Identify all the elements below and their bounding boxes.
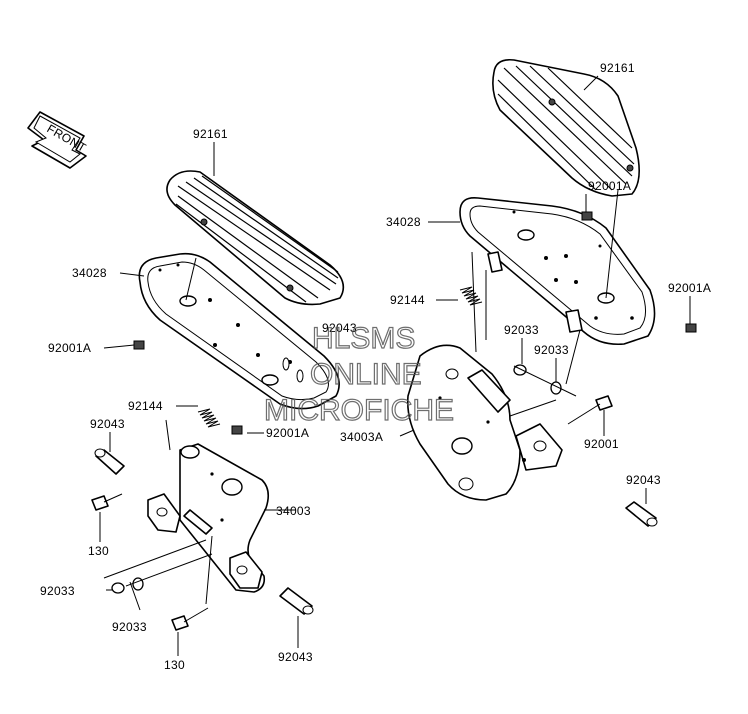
label-92001-right: 92001: [584, 437, 619, 451]
front-direction-arrow-icon: FRONT: [27, 111, 89, 169]
label-92033-left-a: 92033: [40, 584, 75, 598]
label-34028-left: 34028: [72, 266, 107, 280]
left-rubber-pad: [166, 170, 345, 306]
right-floorboard: [459, 196, 656, 346]
label-92033-left-b: 92033: [112, 620, 147, 634]
leader-lines: [99, 75, 691, 656]
watermark-line-2: ONLINE: [310, 358, 422, 391]
label-34003a: 34003A: [340, 430, 383, 444]
label-92161-right: 92161: [600, 61, 635, 75]
right-bracket: [406, 344, 563, 501]
left-bolt-top: [91, 493, 123, 511]
right-bolt-92001a-side: [685, 323, 697, 333]
left-bolt-92001a-top: [133, 340, 145, 350]
label-92033-right-a: 92033: [504, 323, 539, 337]
label-92144-left: 92144: [128, 399, 163, 413]
right-spring: [459, 286, 483, 306]
label-130-top: 130: [88, 544, 109, 558]
label-92144-right: 92144: [390, 293, 425, 307]
label-92001a-left-mid: 92001A: [266, 426, 309, 440]
left-pivot-pin: [183, 509, 213, 535]
label-92033-right-b: 92033: [534, 343, 569, 357]
left-spring: [197, 408, 221, 428]
left-pin-bottom: [279, 587, 314, 615]
left-washer-a: [111, 582, 125, 594]
right-pin: [625, 501, 658, 527]
label-92161-left: 92161: [193, 127, 228, 141]
label-92043-right: 92043: [626, 473, 661, 487]
label-92001a-right-top: 92001A: [588, 179, 631, 193]
label-130-bottom: 130: [164, 658, 185, 672]
right-rubber-pad: [492, 58, 640, 197]
right-bolt-92001: [567, 395, 613, 425]
label-92001a-right-side: 92001A: [668, 281, 711, 295]
left-bracket: [147, 443, 270, 593]
watermark-line-3: MICROFICHE: [264, 394, 454, 427]
label-92043-left-bottom: 92043: [278, 650, 313, 664]
left-pin-top: [94, 448, 125, 475]
label-34028-right: 34028: [386, 215, 421, 229]
label-92043-left-top: 92043: [90, 417, 125, 431]
left-floorboard: [138, 252, 340, 410]
left-bolt-bottom: [171, 607, 209, 631]
label-92001a-left-top: 92001A: [48, 341, 91, 355]
watermark-line-1: HLSMS: [312, 322, 415, 355]
label-34003: 34003: [276, 504, 311, 518]
watermark: HLSMS ONLINE MICROFICHE: [263, 321, 454, 427]
left-bolt-92001a-mid: [231, 425, 243, 435]
label-obscured: 92043: [322, 321, 357, 335]
right-bolt-92001a-top: [581, 211, 593, 221]
